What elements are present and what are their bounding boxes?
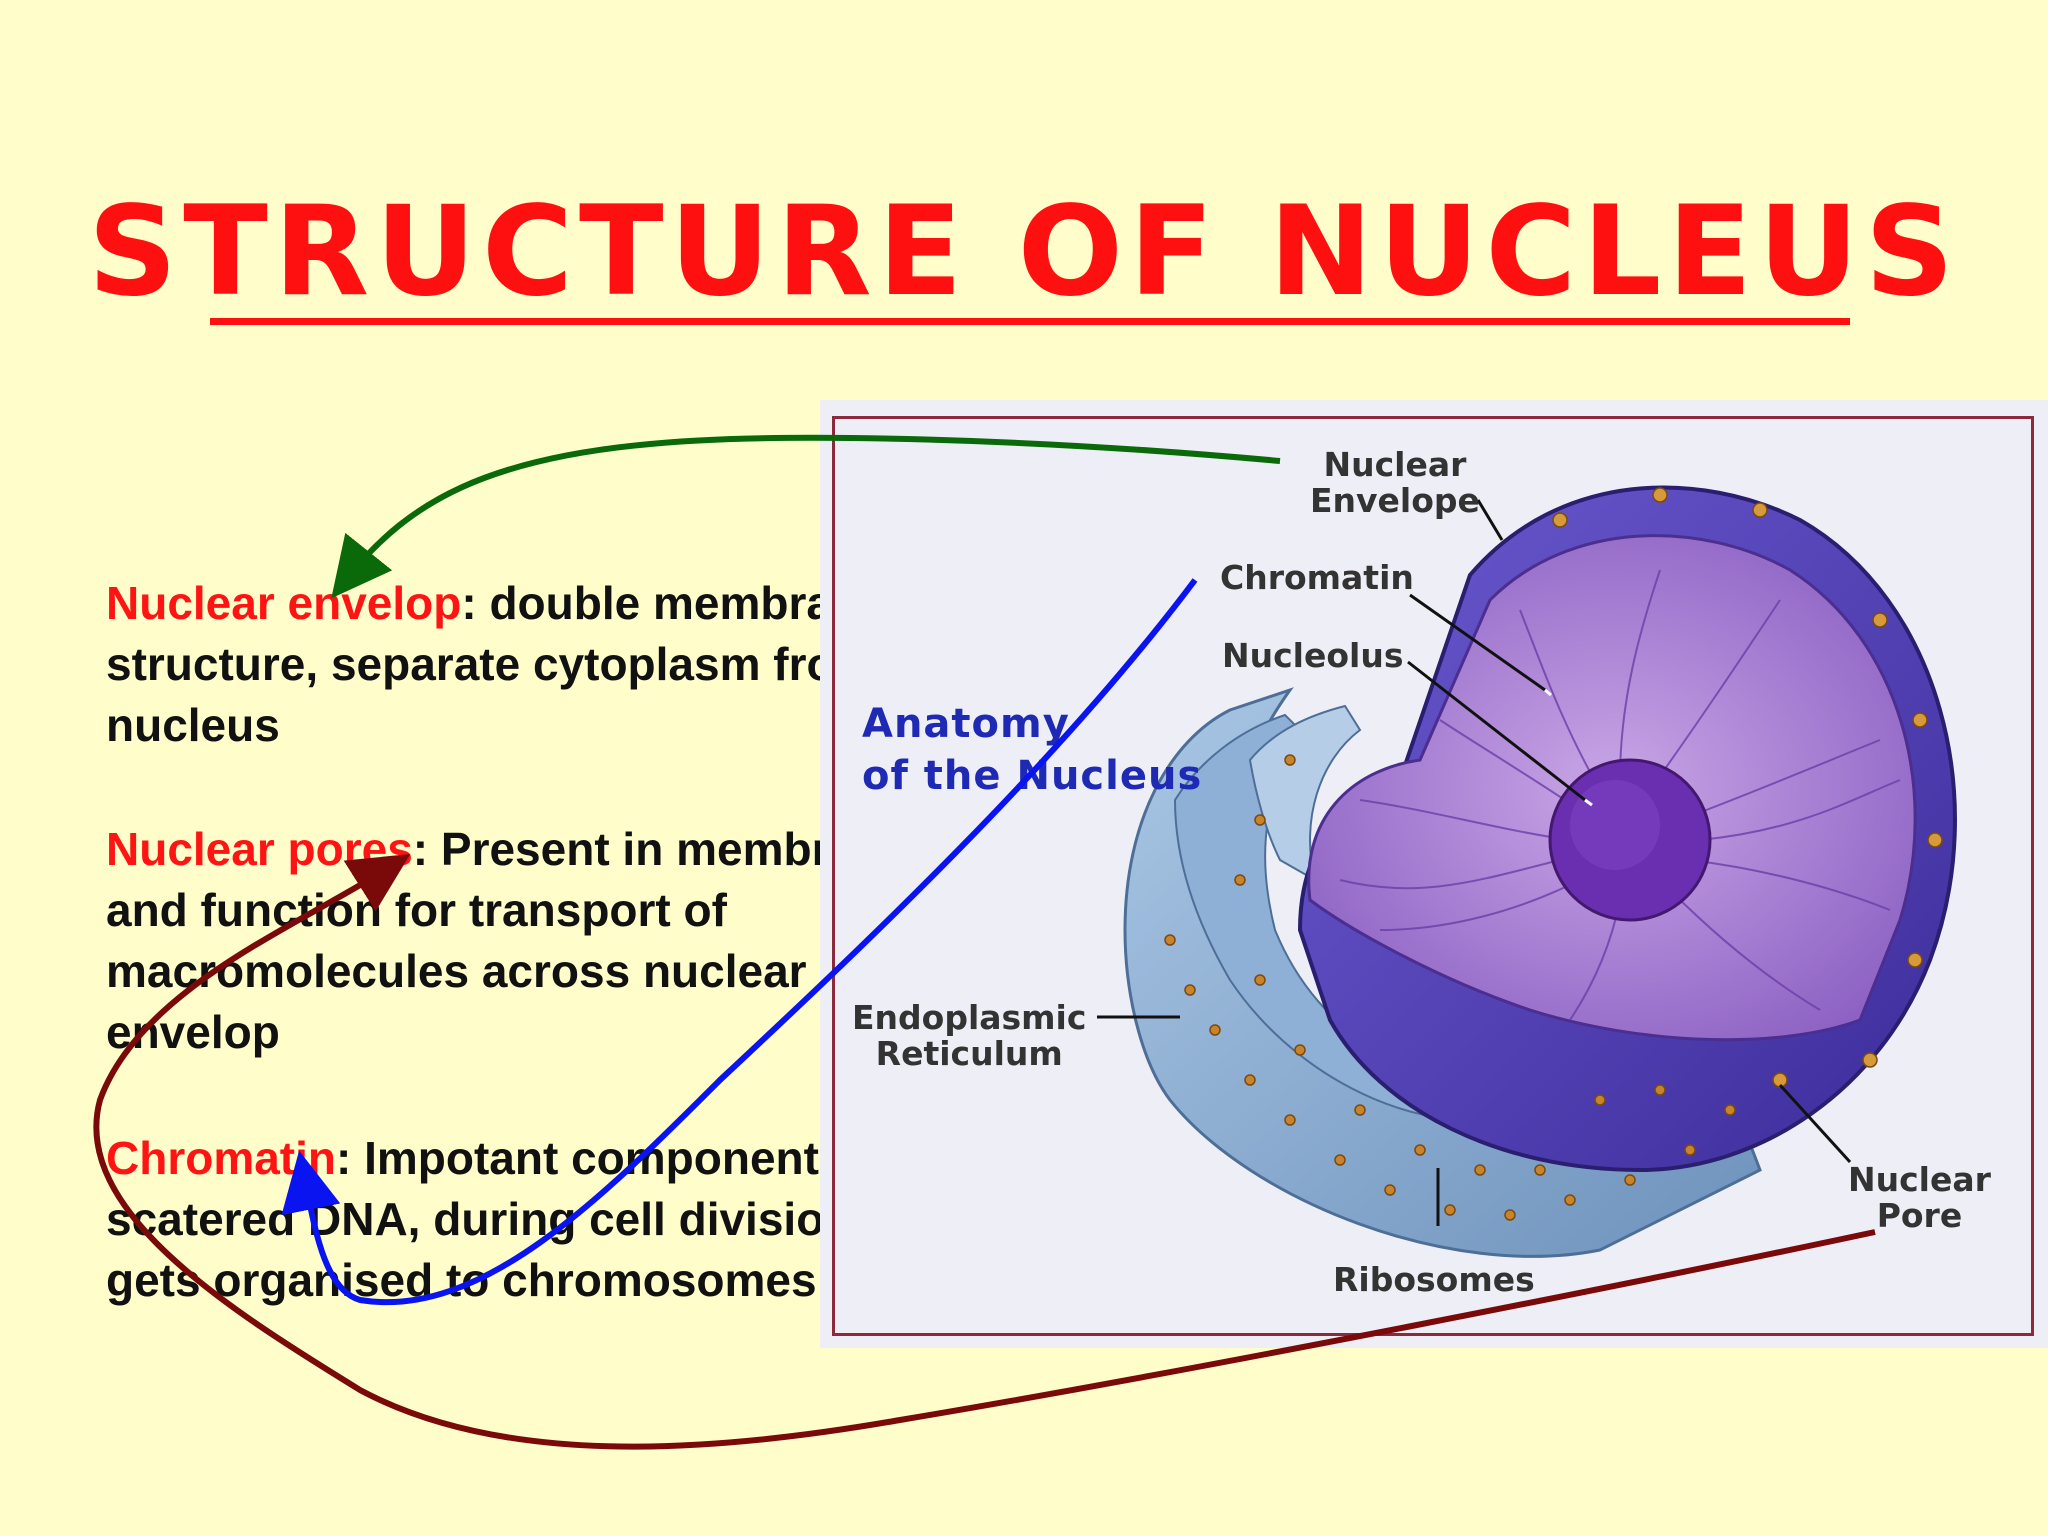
leader-nuclear-pore bbox=[1778, 1083, 1852, 1164]
title-underline bbox=[210, 318, 1850, 325]
definition-text-nuclear-envelope: : double membrane structure, separate cy… bbox=[106, 577, 886, 751]
slide-title: STRUCTURE OF NUCLEUS bbox=[87, 180, 1961, 324]
nucleolus-highlight bbox=[1570, 780, 1660, 870]
ribosome-dots bbox=[1164, 754, 1736, 1221]
leader-chromatin bbox=[1409, 593, 1546, 692]
arrow-nuclear-envelope bbox=[331, 434, 1281, 599]
leader-nucleolus bbox=[1407, 660, 1586, 802]
definition-text-chromatin: : Impotant component, scatered DNA, duri… bbox=[106, 1132, 894, 1306]
label-er-line2: Reticulum bbox=[875, 1034, 1063, 1073]
diagram-frame bbox=[832, 416, 2034, 1336]
anatomy-caption-line1: Anatomy bbox=[862, 701, 1070, 747]
label-nuclear-envelope-line2: Envelope bbox=[1310, 481, 1480, 520]
definition-nuclear-envelope: Nuclear envelop: double membrane structu… bbox=[106, 573, 936, 756]
label-endoplasmic-reticulum: Endoplasmic Reticulum bbox=[852, 1000, 1086, 1072]
label-nuclear-pore-line2: Pore bbox=[1876, 1196, 1963, 1235]
label-nuclear-envelope: Nuclear Envelope bbox=[1310, 447, 1480, 519]
label-er-line1: Endoplasmic bbox=[852, 998, 1087, 1037]
definition-chromatin: Chromatin: Impotant component, scatered … bbox=[106, 1128, 936, 1311]
label-nuclear-pore: Nuclear Pore bbox=[1848, 1162, 1991, 1234]
label-nuclear-envelope-line1: Nuclear bbox=[1323, 445, 1467, 484]
term-nuclear-envelope: Nuclear envelop bbox=[106, 577, 462, 629]
label-chromatin: Chromatin bbox=[1220, 558, 1414, 597]
nuclear-pore-dots bbox=[1552, 487, 1943, 1088]
label-nuclear-pore-line1: Nuclear bbox=[1848, 1160, 1991, 1199]
arrow-nuclear-pores bbox=[93, 853, 1876, 1450]
label-nucleolus: Nucleolus bbox=[1222, 636, 1404, 675]
definition-nuclear-pores: Nuclear pores: Present in membrane and f… bbox=[106, 819, 936, 1063]
arrow-chromatin bbox=[281, 578, 1198, 1306]
anatomy-caption: Anatomy of the Nucleus bbox=[862, 698, 1202, 802]
chromatin-fibers bbox=[1339, 569, 1901, 1021]
leader-nuclear-envelope bbox=[1476, 499, 1504, 541]
definition-text-nuclear-pores: : Present in membrane and function for t… bbox=[106, 823, 909, 1058]
label-ribosomes: Ribosomes bbox=[1333, 1260, 1535, 1299]
